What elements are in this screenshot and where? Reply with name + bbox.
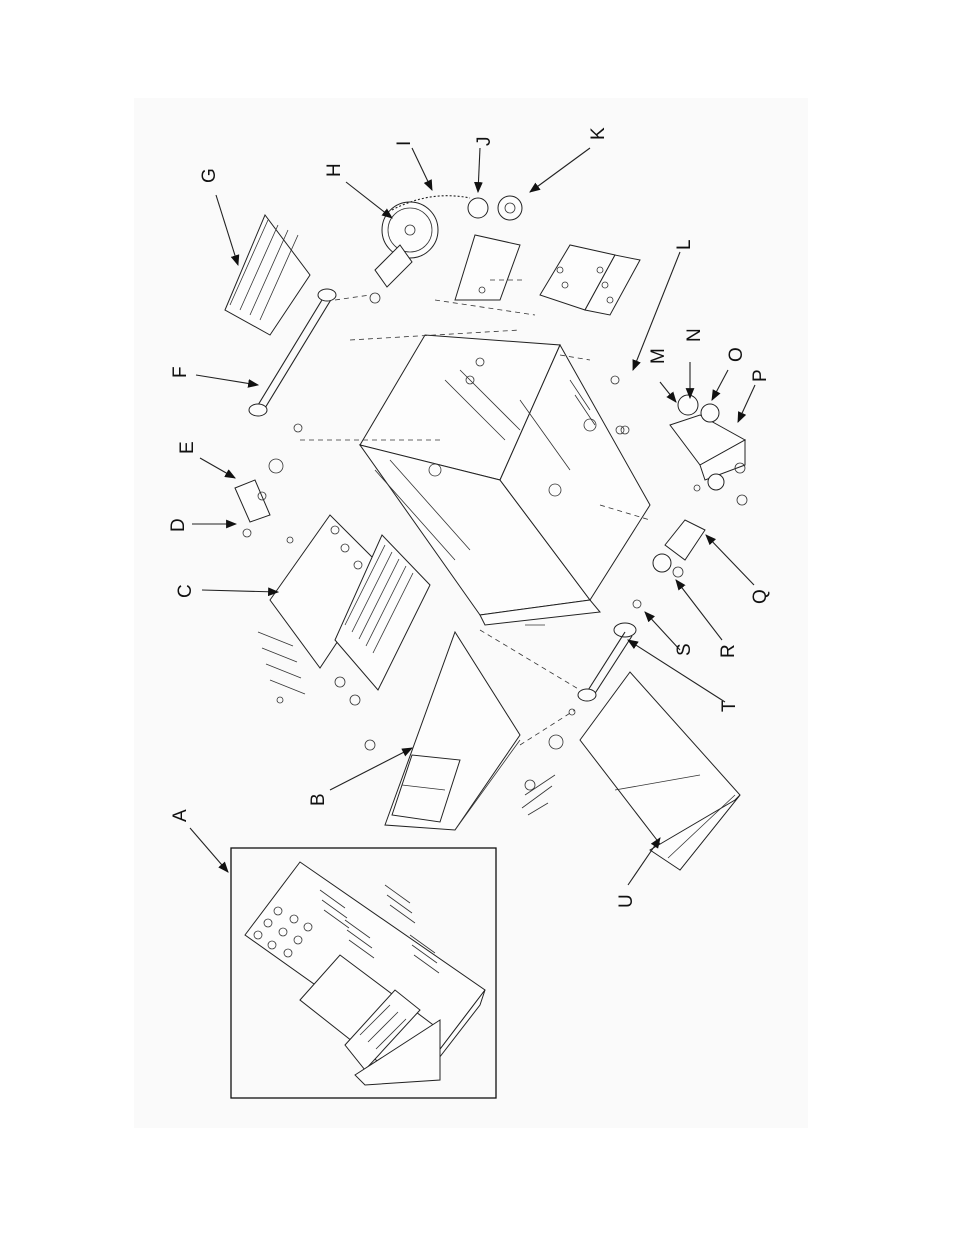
callout-f: F [170,366,191,378]
callout-i: I [394,141,415,146]
callout-t: T [719,700,740,712]
callout-n: N [684,328,705,342]
part-f-g-shaft-and-plate [225,215,336,416]
callout-u: U [616,894,637,908]
part-d-e-brackets [235,424,302,537]
callout-r: R [718,644,739,658]
callout-q: Q [750,589,771,604]
part-b-front-panel [385,632,563,830]
callout-d: D [168,518,189,532]
callout-a: A [170,809,191,822]
callout-l: L [674,239,695,250]
part-h-k-drive-assembly [370,196,522,303]
callout-g: G [199,168,220,183]
assembled-oven-inset [231,848,496,1098]
part-u-output-tray [580,672,740,870]
callout-b: B [308,793,329,806]
callout-k: K [588,127,609,140]
callout-j: J [474,137,495,147]
callout-h: H [324,163,345,177]
callout-s: S [674,643,695,656]
callout-e: E [177,441,198,454]
callout-c: C [175,584,196,598]
part-c-conveyor-trays [258,515,430,750]
part-m-p-bearing-plate [670,395,747,505]
callout-p: P [750,369,771,382]
callout-o: O [726,347,747,362]
callout-m: M [648,348,669,364]
